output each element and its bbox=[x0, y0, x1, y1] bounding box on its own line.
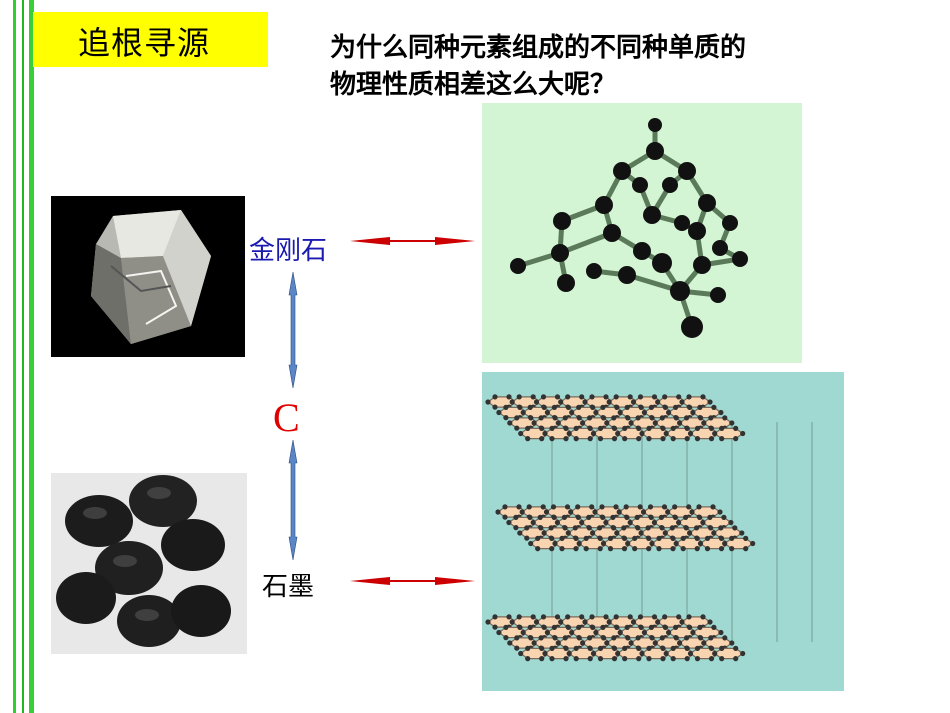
side-bar-left bbox=[13, 0, 16, 713]
diamond-structure-model bbox=[482, 103, 802, 363]
carbon-to-graphite-arrow bbox=[288, 439, 298, 561]
diamond-to-carbon-arrow bbox=[288, 271, 298, 389]
diamond-label: 金刚石 bbox=[249, 236, 328, 266]
graphite-layer bbox=[485, 614, 746, 662]
question-line-2: 物理性质相差这么大呢？ bbox=[330, 70, 617, 100]
graphite-photo bbox=[51, 473, 247, 654]
diamond-photo bbox=[51, 196, 245, 357]
side-bar-middle bbox=[22, 0, 24, 713]
graphite-layer bbox=[495, 504, 756, 552]
graphite-structure-model bbox=[482, 372, 844, 691]
title-banner bbox=[33, 12, 268, 67]
question-line-1: 为什么同种元素组成的不同种单质的 bbox=[330, 33, 747, 63]
side-bar-right bbox=[29, 0, 34, 713]
graphite-label: 石墨 bbox=[262, 572, 315, 602]
graphite-layer bbox=[485, 394, 746, 442]
diamond-structure-arrow bbox=[350, 237, 475, 245]
slide-title: 追根寻源 bbox=[78, 24, 211, 62]
graphite-structure-arrow bbox=[350, 577, 475, 585]
element-label: C bbox=[273, 395, 300, 440]
question-text: 为什么同种元素组成的不同种单质的 物理性质相差这么大呢？ bbox=[330, 30, 890, 104]
